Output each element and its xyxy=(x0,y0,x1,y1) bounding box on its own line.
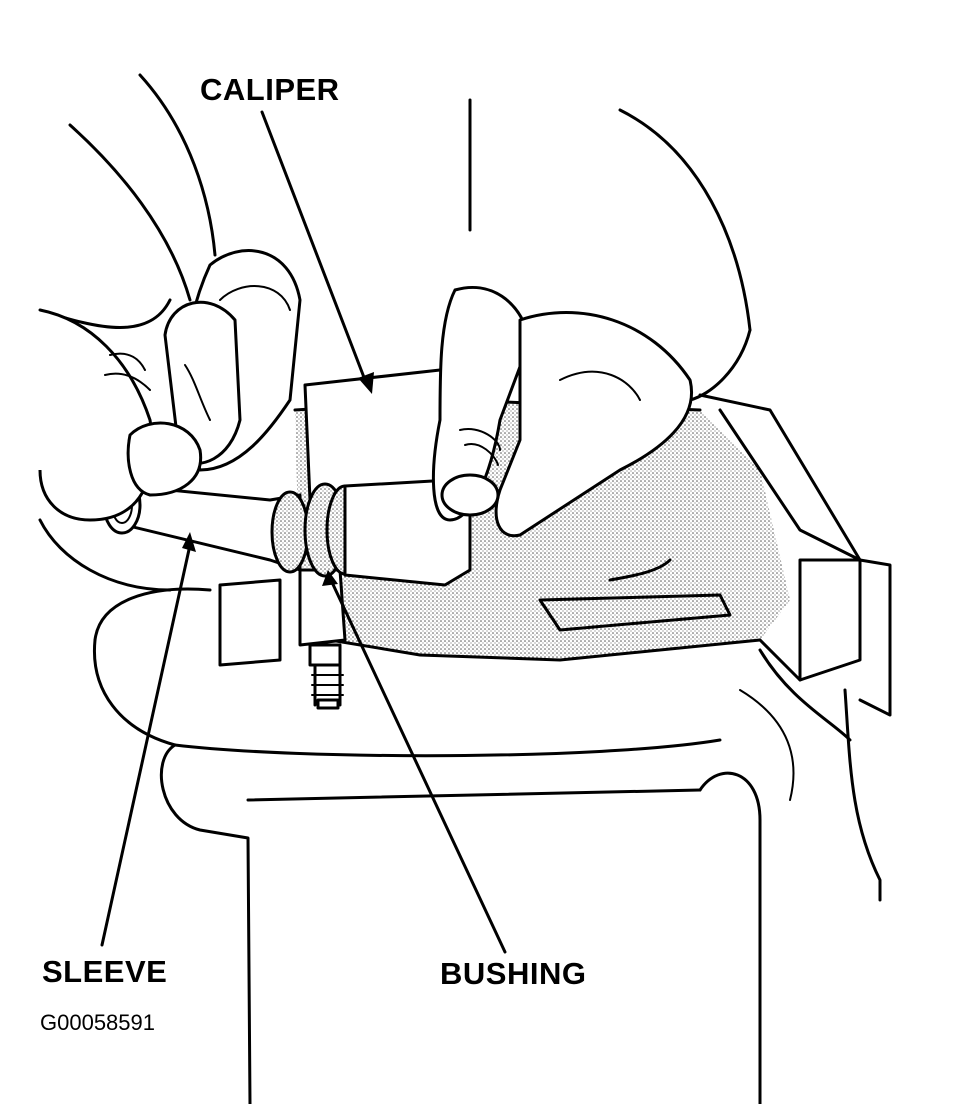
bushing-leader xyxy=(328,576,507,954)
figure-id: G00058591 xyxy=(40,1010,155,1035)
left-hand xyxy=(38,73,302,592)
leader-lines xyxy=(100,110,507,954)
bleeder-screw xyxy=(298,568,347,710)
bushing-label: BUSHING xyxy=(440,956,587,991)
knuckle-housing xyxy=(92,587,882,1106)
caliper-leader xyxy=(260,110,367,382)
right-hand xyxy=(432,98,752,538)
caliper-label: CALIPER xyxy=(200,72,340,107)
sleeve-arrowhead xyxy=(182,532,196,552)
sleeve-leader xyxy=(100,543,192,947)
sleeve-label: SLEEVE xyxy=(42,954,168,989)
caliper-body xyxy=(218,368,892,717)
caliper-arrowhead xyxy=(358,372,374,394)
bushing-arrowhead xyxy=(322,570,338,586)
